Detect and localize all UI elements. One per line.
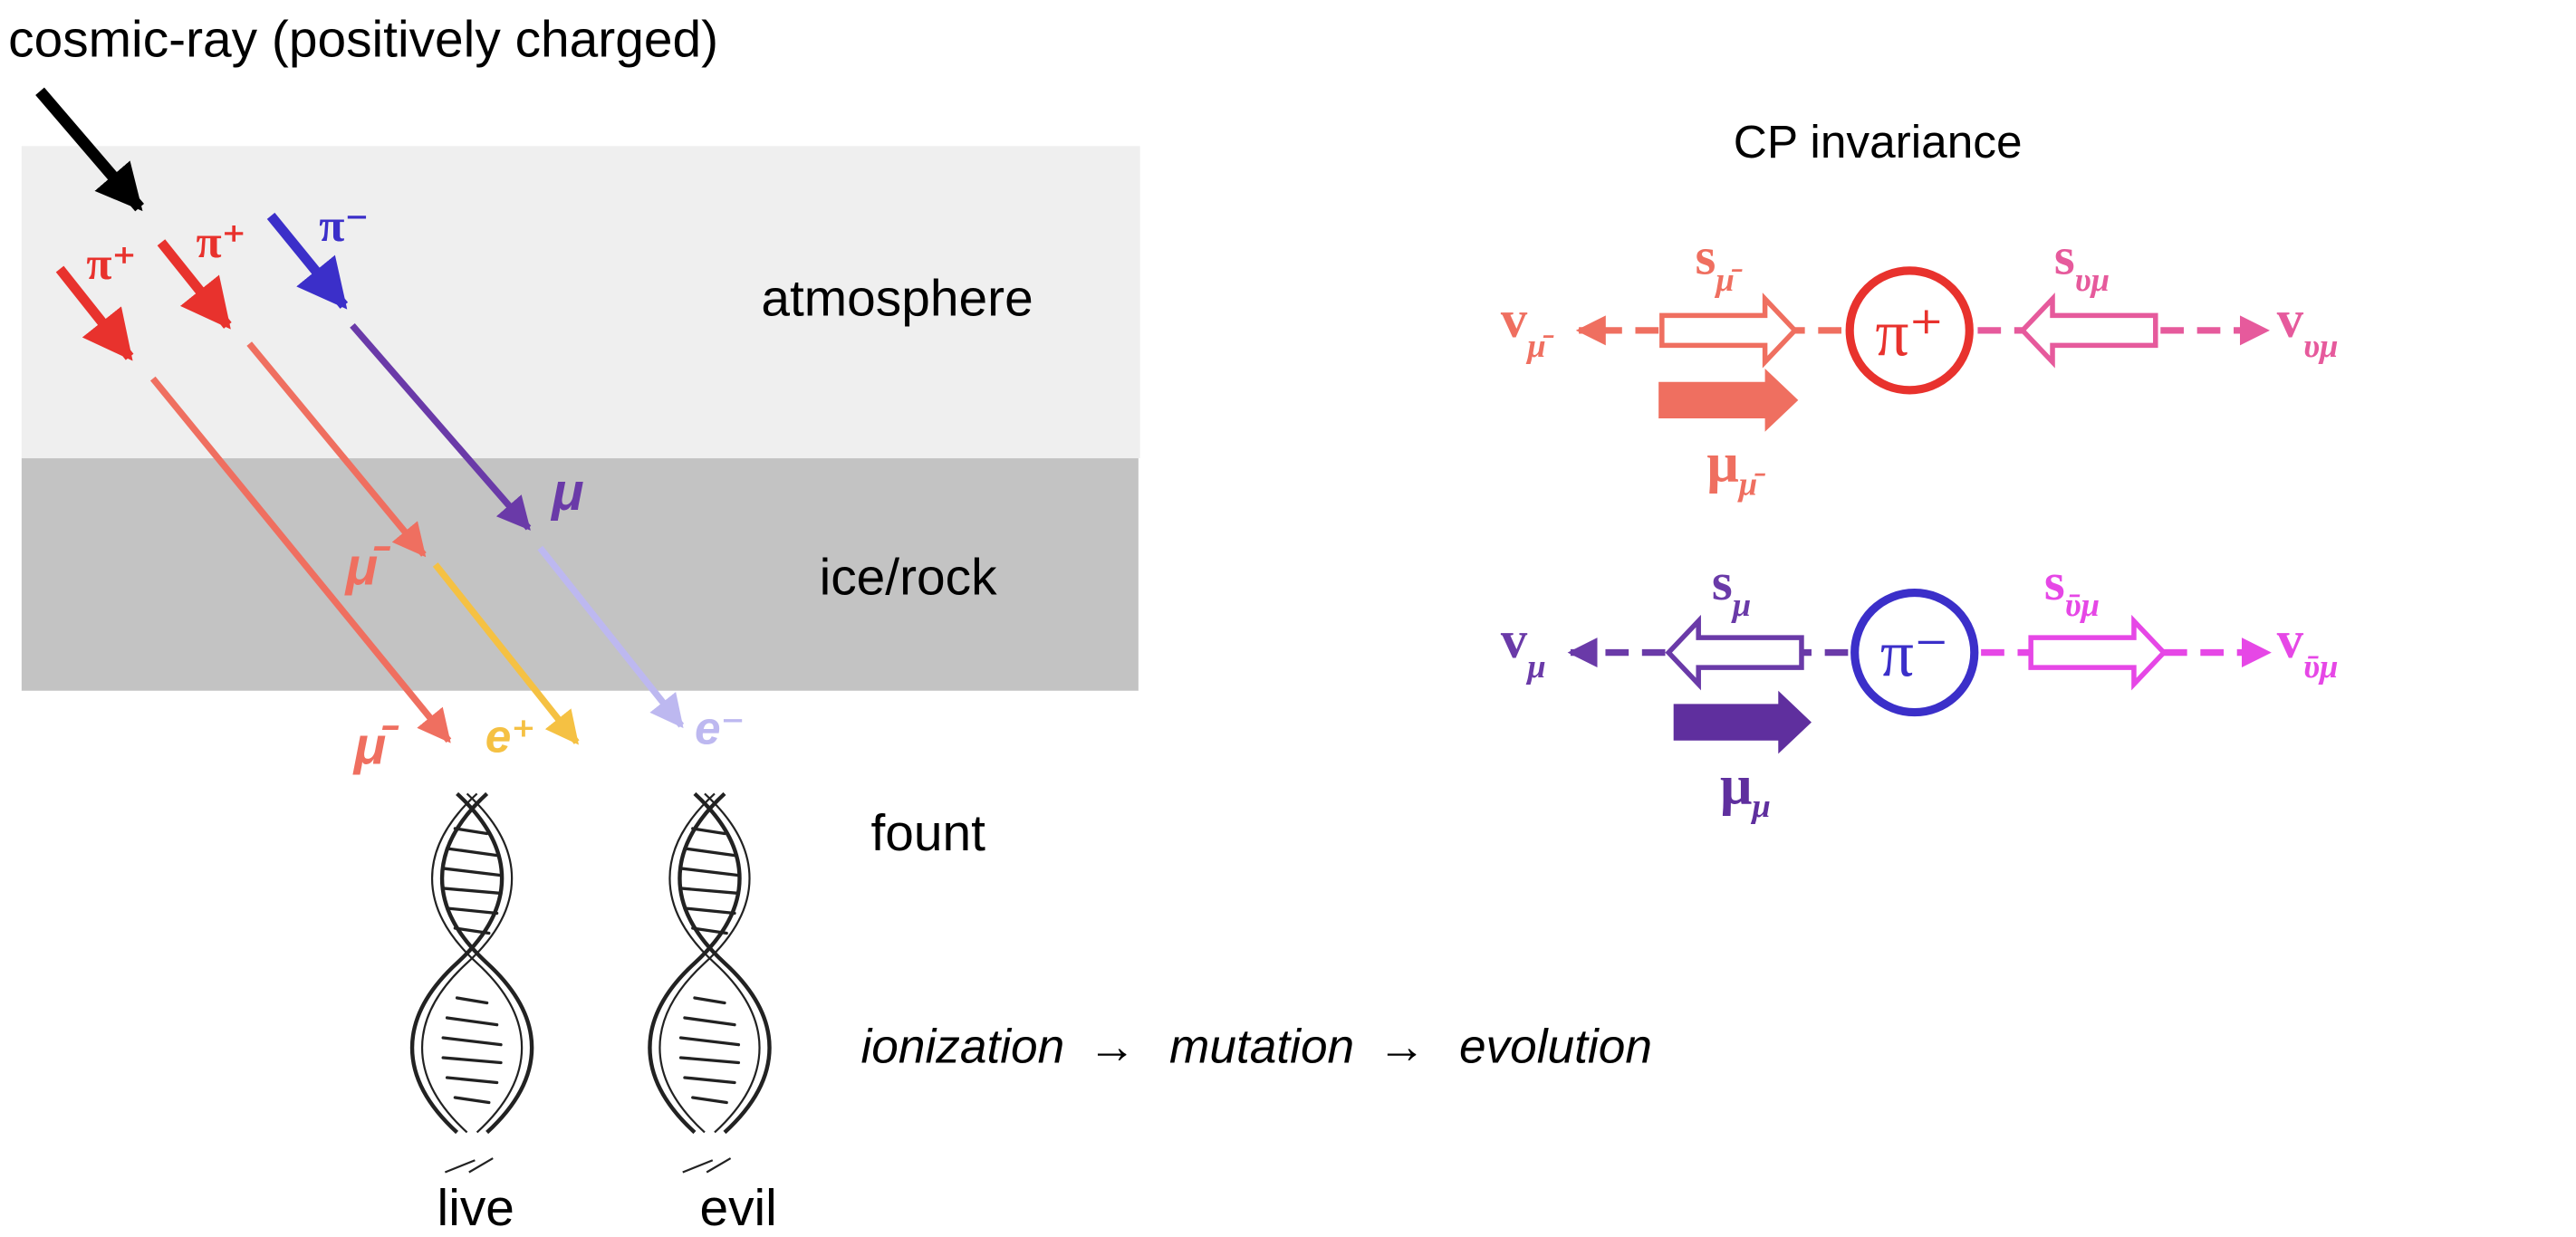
anti-muon-moment-arrow [1658, 369, 1799, 432]
chain-evolution: evolution [1459, 1020, 1652, 1073]
positron-label: e⁺ [485, 711, 536, 762]
top-right-velocity: vυμ [2277, 290, 2339, 364]
ice-rock-label: ice/rock [820, 549, 998, 606]
muon-label: μ [550, 463, 583, 522]
chain-ionization: ionization [860, 1020, 1064, 1073]
atmosphere-label: atmosphere [761, 270, 1033, 327]
cosmic-ray-arrow [35, 87, 145, 212]
cp-row-pi-plus: π⁺ vμ̄ sμ̄ sυμ vυμ μμ̄ [1501, 227, 2339, 503]
anti-muon-track-short [246, 341, 427, 558]
pi-minus-track [266, 212, 349, 310]
muon-spin-arrow [1665, 614, 1804, 691]
top-magnetic-moment: μμ̄ [1706, 432, 1765, 503]
cp-invariance-title: CP invariance [1734, 116, 2023, 168]
chain-arrow-1: → [1088, 1020, 1136, 1073]
fount-label: fount [870, 805, 985, 862]
pi-minus-label: π⁻ [319, 200, 369, 252]
electron-label: e⁻ [695, 702, 745, 753]
live-label: live [437, 1180, 514, 1237]
pi-plus-track-2 [157, 239, 232, 330]
pi-plus-track-1 [55, 265, 134, 361]
cp-row-pi-minus: π⁻ vμ sμ sῡμ vῡμ μμ [1501, 552, 2339, 824]
dna-evil-drawing [649, 793, 769, 1172]
muon-moment-arrow [1673, 690, 1812, 754]
dna-live-drawing [412, 793, 532, 1172]
top-right-spin: sυμ [2054, 227, 2110, 298]
pi-minus-circle-label: π⁻ [1880, 617, 1949, 690]
chain-mutation: mutation [1169, 1020, 1354, 1073]
pi-plus-circle-label: π⁺ [1875, 296, 1944, 369]
pi-minus-circle [1850, 588, 1979, 717]
anti-muon-label-lower: μ̄ [352, 716, 399, 775]
anti-neutrino-spin-arrow [2028, 614, 2167, 691]
process-chain: ionization → mutation → evolution [860, 1020, 1651, 1073]
cosmic-ray-label: cosmic-ray (positively charged) [8, 11, 718, 68]
bottom-left-spin: sμ [1712, 552, 1751, 623]
chain-arrow-2: → [1378, 1020, 1426, 1073]
top-left-velocity: vμ̄ [1501, 290, 1554, 364]
bottom-left-velocity: vμ [1501, 610, 1546, 685]
bottom-right-velocity: vῡμ [2277, 610, 2339, 685]
neutrino-spin-arrow [2019, 292, 2158, 369]
pi-plus-circle [1845, 266, 1974, 395]
muon-track [350, 322, 532, 531]
positron-track [432, 562, 580, 745]
bottom-right-spin: sῡμ [2044, 552, 2100, 623]
evil-label: evil [699, 1180, 776, 1237]
pi-plus-label-1: π⁺ [86, 238, 136, 290]
ice-rock-layer [21, 458, 1139, 691]
anti-muon-spin-arrow [1659, 292, 1799, 369]
electron-track [537, 545, 685, 729]
pi-plus-label-2: π⁺ [197, 216, 246, 268]
bottom-magnetic-moment: μμ [1720, 753, 1771, 824]
top-left-spin: sμ̄ [1696, 227, 1743, 298]
anti-muon-track-long [149, 376, 452, 743]
